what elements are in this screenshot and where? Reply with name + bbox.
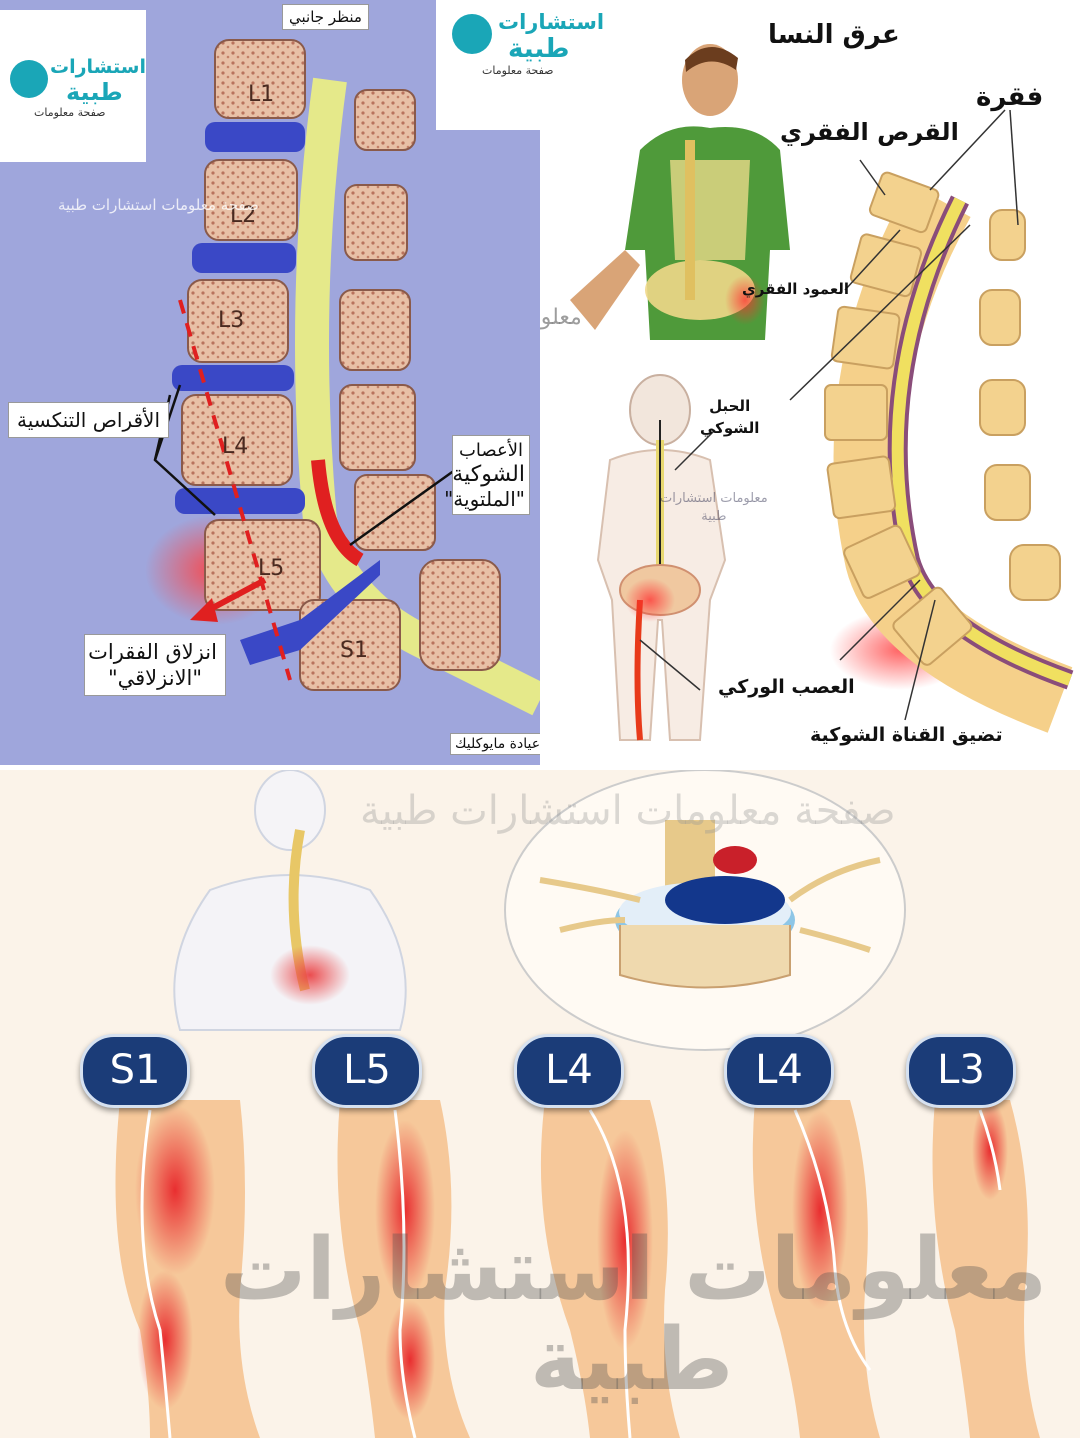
spine-section bbox=[824, 171, 1074, 733]
pinched-nerve bbox=[311, 459, 364, 567]
right-watermark-small-line-1: معلومات استشارات bbox=[660, 491, 768, 506]
spinous-processes bbox=[339, 89, 501, 671]
level-badge-s1: S1 bbox=[80, 1034, 190, 1108]
vertebral-bodies bbox=[181, 39, 401, 691]
sciatic-nerve-label: العصب الوركي bbox=[718, 676, 855, 698]
stenosis-label: تضيق القناة الشوكية bbox=[810, 724, 1003, 746]
alignment-dashed-line bbox=[178, 299, 292, 681]
vertebra-label: فقرة bbox=[976, 82, 1044, 112]
sciatica-panel: عرق النسا فقرة القرص الفقري العمود الفقر… bbox=[540, 0, 1080, 760]
legs bbox=[115, 1100, 1040, 1438]
logo-center-line2: طبية bbox=[508, 34, 570, 64]
vertebra-label-l1: L1 bbox=[248, 82, 275, 107]
logo-left: استشارات طبية صفحة معلومات bbox=[0, 10, 146, 162]
bottom-watermark-big-1: معلومات استشارات bbox=[220, 1220, 1048, 1320]
vertebra-label-l5: L5 bbox=[258, 556, 285, 581]
bottom-watermark-top: صفحة معلومات استشارات طبية bbox=[360, 788, 896, 834]
level-badge-l5: L5 bbox=[312, 1034, 422, 1108]
right-watermark-small: معلومات استشارات طبية bbox=[660, 490, 768, 526]
spinal-cord-line-1: الحبل bbox=[709, 397, 751, 415]
sciatica-illustration bbox=[570, 44, 1074, 741]
stethoscope-icon-center bbox=[452, 14, 492, 54]
bottom-watermark-big-2: طبية bbox=[530, 1310, 734, 1410]
logo-center-line3: صفحة معلومات bbox=[482, 64, 554, 77]
pinched-nerves-line-1: الأعصاب bbox=[458, 440, 524, 461]
lumbar-spine-illustration bbox=[145, 39, 540, 716]
intervertebral-discs bbox=[172, 122, 380, 665]
level-badge-l4-a: L4 bbox=[514, 1034, 624, 1108]
sciatica-title: عرق النسا bbox=[768, 20, 900, 50]
dermatome-illustration bbox=[115, 770, 1040, 1438]
stethoscope-icon bbox=[10, 60, 48, 98]
logo-center-line1: استشارات bbox=[498, 10, 605, 34]
right-watermark-center: معلومات استشارات طبيه bbox=[540, 305, 582, 330]
spondylolisthesis-line-1: انزلاق الفقرات bbox=[88, 640, 217, 664]
herniated-disc-circle bbox=[504, 770, 906, 1051]
dermatome-panel: صفحة معلومات استشارات طبية معلومات استشا… bbox=[0, 770, 1080, 1438]
man-figure bbox=[570, 44, 790, 340]
right-watermark-small-line-2: طبية bbox=[701, 509, 727, 524]
woman-back-figure bbox=[173, 770, 407, 1031]
spinal-column-label: العمود الفقري bbox=[742, 280, 850, 298]
level-badge-l4-b: L4 bbox=[724, 1034, 834, 1108]
spondylolisthesis-line-2: "الانزلاقي" bbox=[107, 666, 203, 690]
vertebra-label-s1: S1 bbox=[340, 638, 368, 663]
lateral-view-caption: منظر جانبي bbox=[282, 4, 369, 30]
logo-left-line1: استشارات bbox=[50, 56, 146, 78]
disc-label: القرص الفقري bbox=[780, 118, 959, 146]
spinal-cord-label: الحبل الشوكي bbox=[700, 395, 759, 439]
level-badge-l3: L3 bbox=[906, 1034, 1016, 1108]
pinched-nerves-label: الأعصاب الشوكية "الملتوية" bbox=[444, 435, 530, 515]
slip-arrow bbox=[190, 598, 218, 622]
logo-center: استشارات طبية صفحة معلومات bbox=[436, 0, 604, 130]
logo-left-line2: طبية bbox=[66, 78, 123, 106]
pinched-nerves-line-2: الشوكية bbox=[452, 462, 525, 487]
credit-label: عيادة مايوكليك bbox=[450, 733, 540, 755]
vertebra-label-l3: L3 bbox=[218, 308, 245, 333]
rear-figure bbox=[596, 374, 727, 741]
spinal-cord-line-2: الشوكي bbox=[700, 419, 760, 437]
vertebra-label-l4: L4 bbox=[222, 434, 249, 459]
degenerative-discs-label: الأقراص التنكسية bbox=[8, 402, 170, 438]
left-watermark: صفحة معلومات استشارات طبية bbox=[58, 196, 259, 214]
spondylolisthesis-label: انزلاق الفقرات "الانزلاقي" bbox=[84, 634, 226, 696]
logo-left-line3: صفحة معلومات bbox=[34, 106, 106, 119]
vertebra-label-l2: L2 bbox=[230, 203, 257, 228]
pinched-nerves-line-3: "الملتوية" bbox=[444, 487, 525, 511]
